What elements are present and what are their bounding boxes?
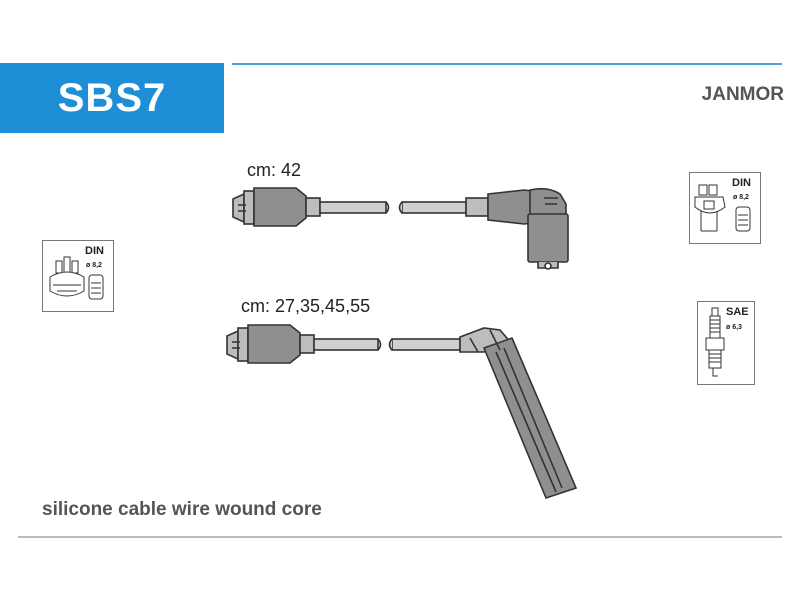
spark-plug-icon (705, 307, 725, 377)
cable-2 (226, 324, 578, 499)
right-angle-boot-1 (465, 187, 569, 270)
wire-segment-2b (388, 338, 461, 351)
right-distributor-standard: DIN (732, 177, 751, 189)
left-distributor-standard: DIN (85, 245, 104, 257)
right-distributor-diameter: ø 8,2 (733, 194, 749, 201)
wire-segment-1a (319, 201, 390, 214)
boot-end-icon (735, 206, 751, 232)
distributor-cap-icon (694, 184, 726, 232)
left-distributor-badge: DIN ø 8,2 (42, 240, 114, 312)
header-divider (232, 63, 782, 65)
product-code: SBS7 (0, 63, 224, 133)
left-distributor-diameter: ø 8,2 (86, 262, 102, 269)
cable-length-label-1: cm: 42 (247, 160, 302, 180)
footer-divider (18, 536, 782, 538)
spark-plug-standard: SAE (726, 306, 749, 318)
cable-1 (232, 187, 569, 270)
wire-segment-2a (313, 338, 382, 351)
boot-end-icon (88, 274, 104, 300)
cable-description: silicone cable wire wound core (42, 499, 322, 520)
brand-name: JANMOR (701, 84, 784, 105)
angled-boot-2 (459, 327, 578, 499)
right-distributor-badge: DIN ø 8,2 (689, 172, 761, 244)
straight-boot-2 (226, 324, 315, 364)
cable-length-label-2: cm: 27,35,45,55 (241, 296, 371, 316)
straight-boot-1 (232, 187, 321, 227)
spark-plug-diameter: ø 6,3 (726, 324, 742, 331)
wire-segment-1b (398, 201, 467, 214)
distributor-cap-icon (49, 256, 85, 297)
spark-plug-badge: SAE ø 6,3 (697, 301, 755, 385)
